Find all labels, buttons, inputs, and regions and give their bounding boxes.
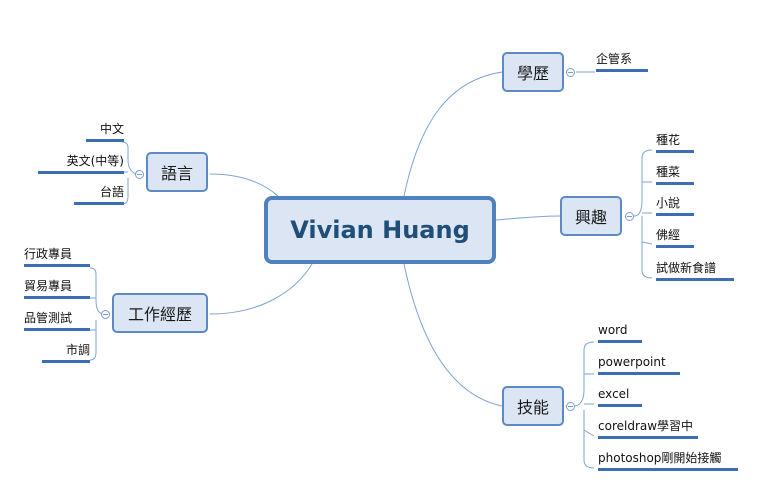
leaf-label: excel <box>598 387 630 401</box>
leaf-skills-5[interactable]: photoshop剛開始接觸 <box>598 451 738 471</box>
leaf-underline <box>24 264 90 267</box>
leaf-languages-2[interactable]: 英文(中等) <box>38 154 124 174</box>
link-skills-children <box>573 341 595 469</box>
leaf-work-2[interactable]: 貿易專員 <box>24 279 90 299</box>
leaf-label: coreldraw學習中 <box>598 419 694 433</box>
leaf-underline <box>24 328 90 331</box>
link-central-education <box>403 71 503 197</box>
leaf-work-3[interactable]: 品管測試 <box>24 311 90 331</box>
topic-education[interactable]: 學歷 <box>502 52 564 92</box>
leaf-label: powerpoint <box>598 355 666 369</box>
leaf-label: 種花 <box>656 133 681 147</box>
link-central-work <box>209 263 313 315</box>
leaf-label: 台語 <box>99 185 124 199</box>
leaf-underline <box>598 468 738 471</box>
leaf-underline <box>24 296 90 299</box>
link-central-interests <box>495 215 561 221</box>
collapse-interests-icon[interactable] <box>625 212 634 221</box>
leaf-interests-4[interactable]: 佛經 <box>656 228 694 248</box>
leaf-label: 種菜 <box>656 165 681 179</box>
leaf-label: 試做新食譜 <box>656 261 717 275</box>
collapse-languages-icon[interactable] <box>135 170 144 179</box>
leaf-underline <box>596 69 648 72</box>
topic-skills[interactable]: 技能 <box>502 386 564 426</box>
leaf-interests-5[interactable]: 試做新食譜 <box>656 261 734 281</box>
leaf-work-1[interactable]: 行政專員 <box>24 247 90 267</box>
leaf-skills-2[interactable]: powerpoint <box>598 355 680 375</box>
leaf-underline <box>656 150 694 153</box>
leaf-skills-1[interactable]: word <box>598 323 642 343</box>
leaf-work-4[interactable]: 市調 <box>42 343 90 363</box>
leaf-label: 中文 <box>99 122 124 136</box>
leaf-label: 英文(中等) <box>66 154 124 168</box>
leaf-underline <box>598 404 642 407</box>
leaf-label: 貿易專員 <box>24 279 73 293</box>
central-topic[interactable]: Vivian Huang <box>264 196 496 264</box>
leaf-skills-4[interactable]: coreldraw學習中 <box>598 419 698 439</box>
leaf-underline <box>598 372 680 375</box>
collapse-skills-icon[interactable] <box>566 402 575 411</box>
link-interests-children <box>633 149 653 279</box>
leaf-underline <box>86 139 124 142</box>
leaf-label: 市調 <box>65 343 90 357</box>
leaf-interests-2[interactable]: 種菜 <box>656 165 694 185</box>
leaf-underline <box>656 182 694 185</box>
topic-languages[interactable]: 語言 <box>146 152 208 192</box>
leaf-underline <box>598 436 698 439</box>
leaf-skills-3[interactable]: excel <box>598 387 642 407</box>
leaf-label: 佛經 <box>656 228 681 242</box>
leaf-underline <box>656 245 694 248</box>
link-central-languages <box>209 173 279 197</box>
leaf-interests-1[interactable]: 種花 <box>656 133 694 153</box>
leaf-underline <box>656 278 734 281</box>
link-work-children <box>89 267 105 361</box>
leaf-interests-3[interactable]: 小說 <box>656 196 694 216</box>
leaf-underline <box>38 171 124 174</box>
leaf-languages-1[interactable]: 中文 <box>86 122 124 142</box>
leaf-label: 品管測試 <box>24 311 73 325</box>
leaf-underline <box>656 213 694 216</box>
leaf-education-1[interactable]: 企管系 <box>596 52 648 72</box>
leaf-label: 行政專員 <box>24 247 73 261</box>
leaf-label: word <box>598 323 628 337</box>
leaf-languages-3[interactable]: 台語 <box>74 185 124 205</box>
leaf-underline <box>598 340 642 343</box>
leaf-underline <box>42 360 90 363</box>
topic-work[interactable]: 工作經歷 <box>112 293 208 333</box>
leaf-label: 企管系 <box>596 52 633 66</box>
collapse-work-icon[interactable] <box>101 310 110 319</box>
link-central-skills <box>403 263 503 407</box>
leaf-label: 小說 <box>656 196 681 210</box>
collapse-education-icon[interactable] <box>566 68 575 77</box>
leaf-underline <box>74 202 124 205</box>
topic-interests[interactable]: 興趣 <box>560 196 622 236</box>
leaf-label: photoshop剛開始接觸 <box>598 451 722 465</box>
